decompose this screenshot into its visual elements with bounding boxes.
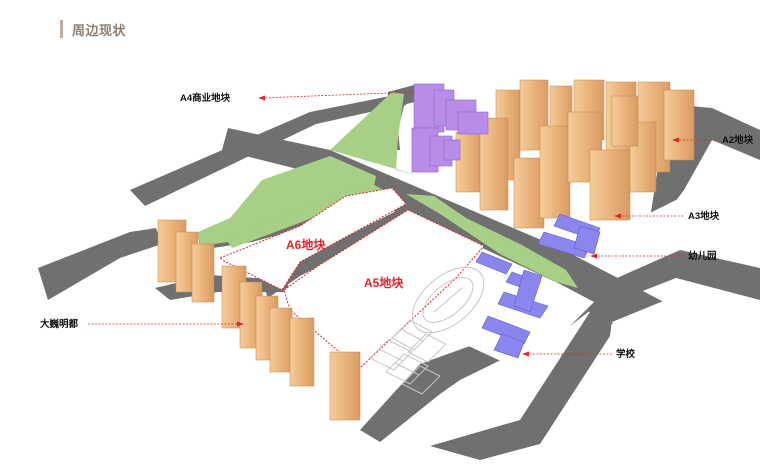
tower — [611, 95, 639, 147]
label-a5-plot: A5地块 — [364, 275, 404, 290]
road-northwest — [130, 92, 415, 206]
green-strip-east — [406, 194, 578, 288]
label-a4-commercial: A4商业地块 — [180, 92, 231, 104]
tower — [455, 131, 483, 193]
label-kindergarten: 幼儿园 — [688, 250, 717, 262]
tower — [329, 351, 361, 421]
green-park-west — [198, 156, 376, 246]
school-buildings — [475, 251, 549, 359]
tennis-courts — [369, 319, 447, 395]
tower — [663, 89, 695, 161]
label-a3-plot: A3地块 — [688, 210, 720, 222]
callout-lines — [88, 91, 718, 357]
plot-boundaries — [218, 187, 485, 369]
road-main-diagonal — [222, 128, 760, 402]
commercial-block — [443, 139, 461, 161]
road-west-arm — [38, 228, 162, 300]
green-park-north — [330, 92, 420, 176]
road-southeast — [430, 312, 612, 460]
kindergarten-building — [537, 213, 601, 259]
tower — [269, 307, 293, 373]
tower — [539, 125, 571, 219]
tower — [589, 149, 631, 221]
running-track-inner — [422, 277, 474, 323]
field-center-line — [433, 287, 463, 313]
tower — [513, 157, 545, 229]
tower — [191, 243, 215, 303]
label-a2-plot: A2地块 — [722, 134, 754, 146]
green-spaces — [198, 92, 578, 288]
block-southeast-pad — [612, 290, 760, 430]
block-east-1 — [690, 150, 760, 262]
running-track — [411, 266, 485, 334]
tower — [289, 317, 315, 387]
header-accent-bar — [60, 20, 63, 38]
label-daweimingdu: 大巍明都 — [40, 318, 79, 330]
road-east-lower — [590, 250, 760, 306]
plot-a5-boundary — [283, 209, 485, 369]
sports-facilities — [369, 266, 485, 395]
page-title: 周边现状 — [72, 22, 127, 38]
section-header: 周边现状 — [60, 18, 126, 40]
commercial-buildings-a4 — [411, 83, 489, 173]
residential-towers-a2-a3 — [455, 79, 695, 229]
commercial-block — [457, 111, 489, 135]
label-a6-plot: A6地块 — [286, 237, 326, 252]
block-east-2 — [612, 150, 708, 244]
callout-line-a4 — [261, 91, 415, 99]
residential-towers-daweimingdu — [157, 219, 361, 421]
plot-a6-boundary — [218, 187, 407, 291]
tower — [479, 117, 509, 211]
label-school: 学校 — [616, 348, 636, 360]
